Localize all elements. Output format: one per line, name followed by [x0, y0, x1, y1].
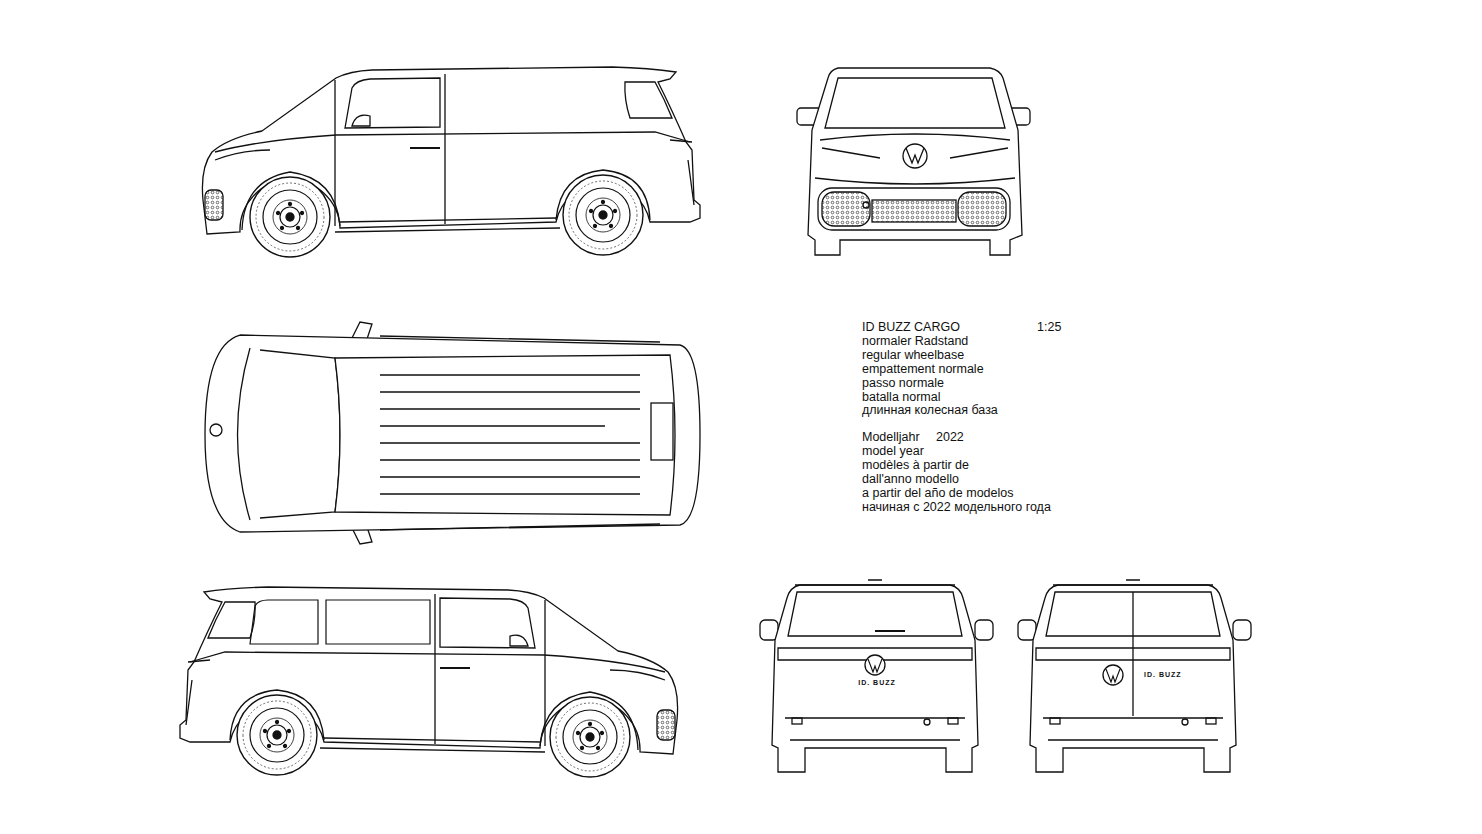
side-view-passenger	[180, 587, 678, 777]
wheelbase-label: empattement normale	[862, 362, 984, 376]
drawing-line	[1106, 669, 1120, 682]
side-view	[202, 67, 700, 257]
side-view	[180, 587, 678, 777]
rear-view	[1018, 580, 1251, 772]
drawing-line	[903, 144, 927, 168]
drawing-line	[651, 403, 673, 460]
drawing-line	[250, 600, 430, 644]
drawing-line	[1132, 592, 1133, 716]
front-view	[797, 68, 1030, 255]
rear-view-passenger	[760, 580, 993, 772]
model-year-label: model year	[862, 444, 924, 458]
wheelbase-label: regular wheelbase	[862, 348, 964, 362]
drawing-line	[205, 335, 700, 532]
drawing-line	[210, 424, 222, 436]
scale-label: 1:25	[1037, 320, 1061, 334]
drawing-line	[238, 348, 251, 520]
drawing-line	[260, 350, 340, 518]
wheelbase-label: batalla normal	[862, 390, 941, 404]
model-year-label: начиная с 2022 модельного года	[862, 500, 1051, 514]
wheelbase-label: passo normale	[862, 376, 944, 390]
drawing-line	[1103, 665, 1123, 685]
drawing-line	[906, 148, 924, 163]
side-view-cargo	[202, 67, 700, 257]
badge-text: ID. BUZZ	[1143, 671, 1183, 679]
model-year-label: dall'anno modello	[862, 472, 959, 486]
drawing-line	[335, 355, 675, 515]
drawing-line	[872, 200, 956, 222]
year-number: 2022	[936, 430, 964, 444]
drawing-line	[875, 630, 905, 632]
drawing-line	[808, 68, 1022, 255]
badge-text: ID. BUZZ	[857, 679, 897, 687]
drawing-line	[825, 78, 1005, 128]
drawing-line	[822, 192, 870, 226]
wheelbase-label: длинная колесная база	[862, 403, 998, 417]
drawing-line	[958, 192, 1006, 226]
drawing-line	[380, 336, 660, 530]
drawing-line	[815, 178, 1015, 184]
drawing-line	[865, 655, 885, 675]
drawing-line	[820, 134, 1010, 140]
drawing-line	[818, 188, 1010, 230]
wheelbase-label: normaler Radstand	[862, 334, 968, 348]
sheet-title: ID BUZZ CARGO	[862, 320, 960, 334]
drawing-line	[380, 375, 640, 494]
top-view	[205, 322, 700, 544]
drawing-line	[868, 659, 882, 672]
model-year-label: a partir del año de modelos	[862, 486, 1013, 500]
model-year-label: modèles à partir de	[862, 458, 969, 472]
model-year-label: Modelljahr	[862, 430, 920, 444]
rear-view	[760, 580, 993, 772]
rear-view-cargo	[1018, 580, 1251, 772]
drawing-line	[863, 202, 869, 208]
